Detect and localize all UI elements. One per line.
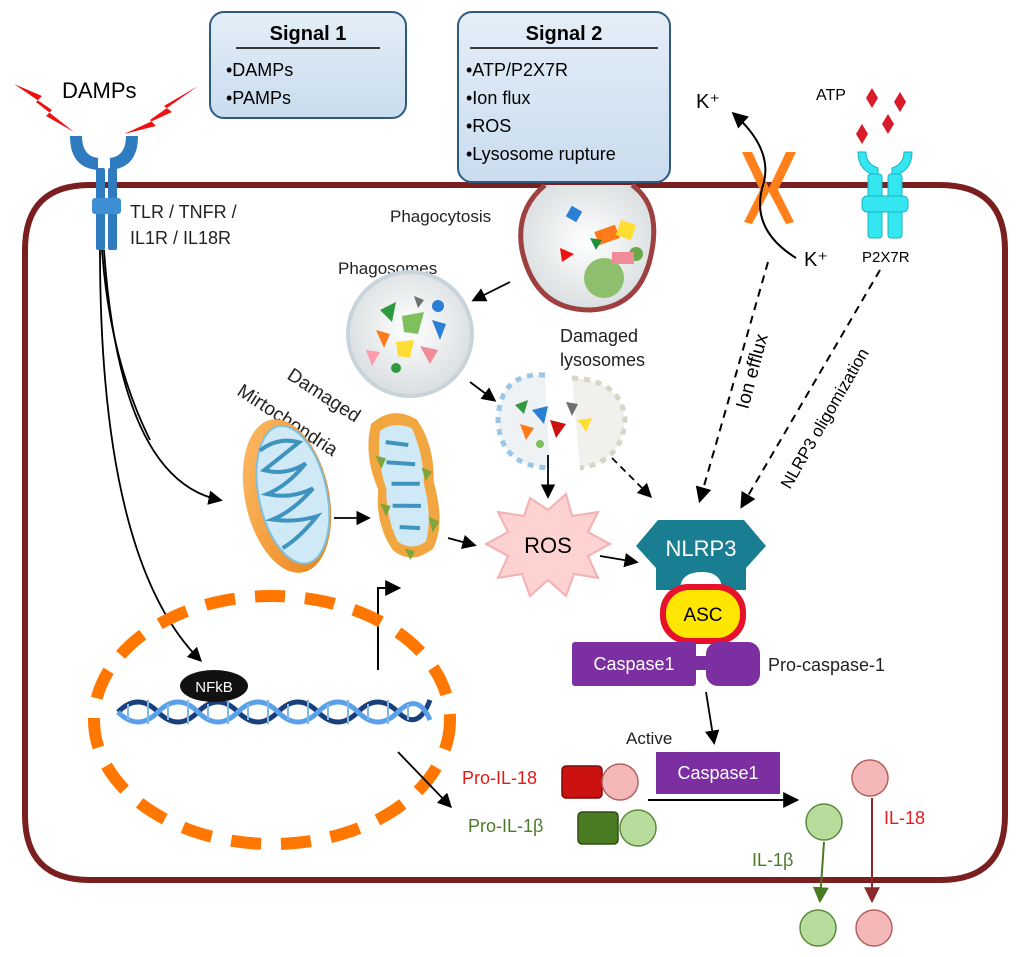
- ion-channel: [742, 152, 796, 224]
- pro-il1b: [577, 809, 657, 847]
- arrow-to-phagosome: [471, 281, 511, 302]
- secreted-il18: [855, 909, 893, 947]
- phagocytic-cup: [518, 182, 657, 313]
- atp-label: ATP: [816, 87, 846, 104]
- signal2-item: •ROS: [466, 116, 511, 136]
- oligomerization-arrow: [740, 269, 881, 509]
- damps-label: DAMPs: [62, 78, 137, 103]
- phagocytosis-label: Phagocytosis: [390, 207, 491, 226]
- receptor-label-1: TLR / TNFR /: [130, 202, 237, 222]
- signal1-item: •PAMPs: [226, 88, 291, 108]
- caspase1-active-label: Caspase1: [677, 763, 758, 783]
- signal2-box: Signal 2 •ATP/P2X7R •Ion flux •ROS •Lyso…: [457, 11, 671, 183]
- transcription-arrow: [377, 580, 402, 670]
- procaspase1: Caspase1: [572, 642, 760, 686]
- signal2-item: •Ion flux: [466, 88, 530, 108]
- nlrp3-olig-label: NLRP3 oligomization: [777, 345, 873, 492]
- pro-il1b-label: Pro-IL-1β: [468, 816, 543, 836]
- pro-il18: [561, 763, 639, 801]
- damaged-lysosome: [495, 372, 628, 471]
- caspase1-pro-label: Caspase1: [593, 654, 674, 674]
- ion-efflux-label: Ion efflux: [733, 331, 773, 411]
- p2x7r-receptor: [857, 151, 913, 239]
- cell-membrane: [22, 182, 1008, 883]
- procaspase-label: Pro-caspase-1: [768, 655, 885, 675]
- il1b-molecule: [805, 803, 843, 841]
- k-efflux-arrow: [731, 111, 797, 259]
- damaged-lysosomes-label-2: lysosomes: [560, 350, 645, 370]
- p2x7r-label: P2X7R: [862, 249, 910, 266]
- dna-helix: [116, 699, 433, 725]
- pro-il18-label: Pro-IL-18: [462, 768, 537, 788]
- signal1-item: •DAMPs: [226, 60, 293, 80]
- arrow-to-pro-cytokines: [397, 751, 452, 809]
- arrow-lysosome-to-nlrp3: [611, 457, 653, 499]
- k-bottom-label: K⁺: [804, 249, 828, 271]
- ros-label: ROS: [524, 533, 572, 558]
- damaged-mitochondrion: [368, 413, 440, 560]
- arrow-il1b-secretion: [812, 841, 829, 904]
- nlrp3-label: NLRP3: [666, 536, 737, 561]
- lightning-icon: [124, 86, 198, 134]
- il18-label: IL-18: [884, 808, 925, 828]
- il1b-label: IL-1β: [752, 850, 793, 870]
- phagosome: [346, 270, 474, 398]
- secreted-il1b: [799, 909, 837, 947]
- nfkb: NFkB: [180, 670, 248, 702]
- signal1-box: Signal 1 •DAMPs •PAMPs: [209, 11, 407, 119]
- arrow-to-lysosome: [469, 381, 497, 402]
- damaged-lysosomes-label-1: Damaged: [560, 326, 638, 346]
- lightning-icon: [14, 84, 74, 132]
- nucleus: [88, 590, 456, 850]
- nlrp3-complex: NLRP3 ASC: [636, 520, 766, 644]
- arrow-ros-to-nlrp3: [599, 553, 639, 568]
- arrow-mito-to-ros: [447, 535, 477, 549]
- k-top-label: K⁺: [696, 91, 720, 113]
- signal2-item: •ATP/P2X7R: [466, 60, 568, 80]
- atp-molecules: [856, 88, 906, 144]
- nfkb-label: NFkB: [195, 679, 233, 696]
- receptor-label-2: IL1R / IL18R: [130, 228, 231, 248]
- mitochondrion: [242, 419, 332, 573]
- tlr-receptor: [70, 136, 138, 250]
- signal1-title: Signal 1: [270, 23, 347, 45]
- arrow-to-nucleus: [99, 249, 203, 663]
- active-caspase1: Caspase1: [656, 752, 780, 794]
- ros-burst: ROS: [483, 492, 613, 598]
- signal2-title: Signal 2: [526, 23, 603, 45]
- arrow-to-mito-2: [101, 249, 151, 441]
- asc-label: ASC: [683, 605, 722, 626]
- il18-molecule: [851, 759, 889, 797]
- arrow-to-mitochondria: [103, 249, 223, 505]
- signal2-item: •Lysosome rupture: [466, 144, 616, 164]
- active-label: Active: [626, 729, 672, 748]
- arrow-to-active-caspase: [705, 691, 720, 745]
